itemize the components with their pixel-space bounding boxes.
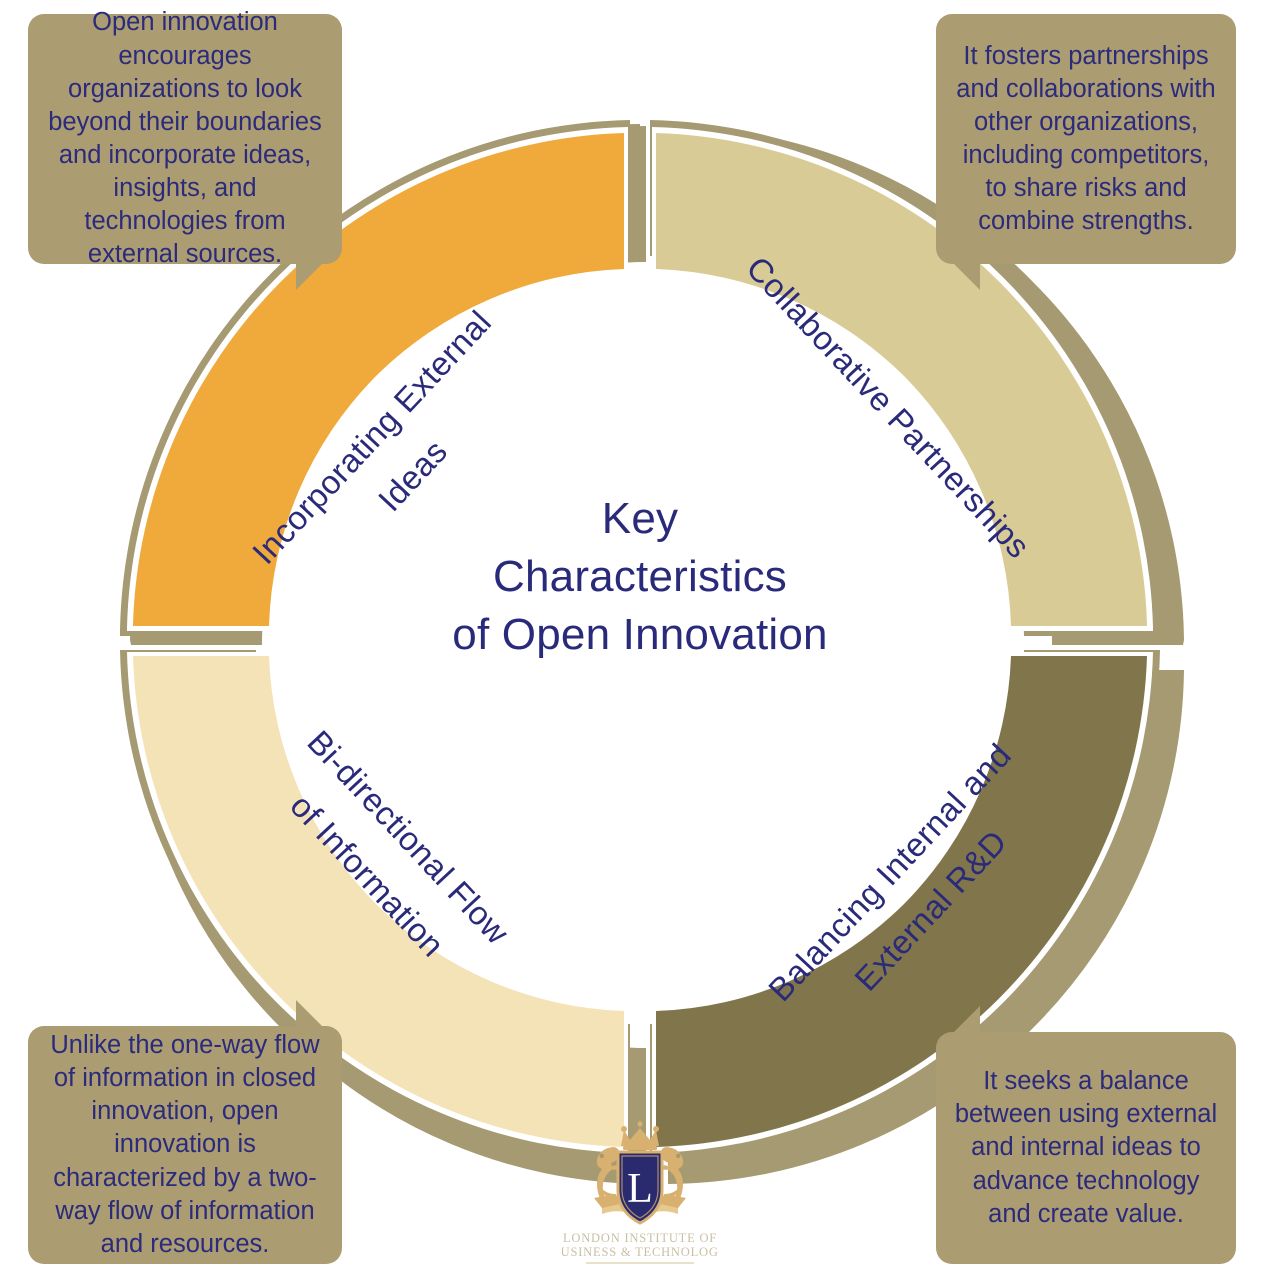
callout-bottom-left-text: Unlike the one-way flow of information i… — [50, 1031, 320, 1258]
logo-london-institute: L LONDON INSTITUTE OF BUSINESS & TECHNOL… — [562, 1120, 718, 1264]
callout-bottom-right-tail — [950, 1006, 980, 1036]
callout-top-left[interactable]: Open innovation encourages organizations… — [28, 8, 342, 290]
segment-borders — [120, 120, 1160, 1160]
callout-bottom-right-text: It seeks a balance between using externa… — [954, 1067, 1218, 1228]
callout-top-left-tail — [296, 260, 326, 290]
segment-top-right[interactable] — [656, 133, 1147, 626]
callout-top-right[interactable]: It fosters partnerships and collaboratio… — [936, 14, 1236, 290]
segment-fills[interactable] — [133, 133, 1147, 1147]
callout-top-left-text: Open innovation encourages organizations… — [48, 8, 322, 269]
logo-name-line-2: BUSINESS & TECHNOLOGY — [562, 1245, 718, 1259]
shield-icon — [616, 1150, 664, 1225]
callout-bottom-left[interactable]: Unlike the one-way flow of information i… — [28, 1000, 342, 1264]
segment-top-left[interactable] — [133, 133, 624, 626]
callout-top-right-text: It fosters partnerships and collaboratio… — [956, 41, 1216, 236]
segment-bottom-right[interactable] — [656, 656, 1147, 1147]
callout-bottom-right[interactable]: It seeks a balance between using externa… — [936, 1006, 1236, 1264]
callout-top-right-tail — [950, 260, 980, 290]
segment-bottom-left[interactable] — [133, 656, 624, 1147]
crown-icon — [621, 1120, 659, 1150]
callout-bottom-left-tail — [296, 1000, 326, 1030]
logo-monogram: L — [627, 1166, 653, 1212]
logo-name-line-1: LONDON INSTITUTE OF — [563, 1231, 717, 1245]
segment-gaps — [127, 127, 1153, 1153]
